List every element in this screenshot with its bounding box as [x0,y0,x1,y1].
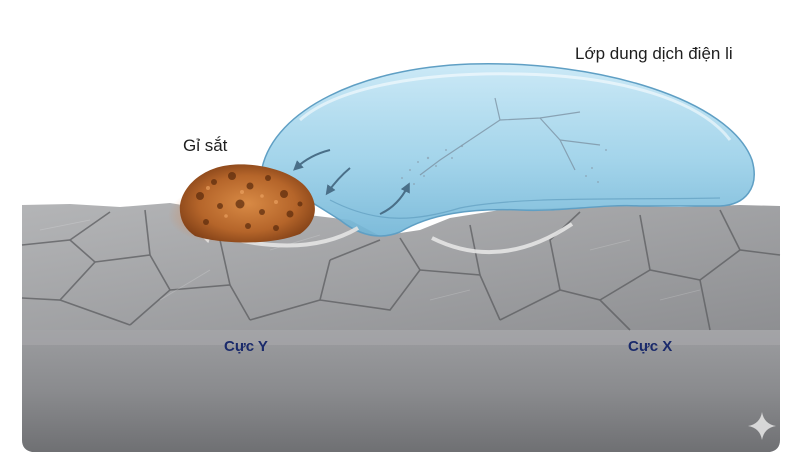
pole-x-label: Cực X [628,338,673,355]
flow-arrow-1 [293,149,331,171]
pole-y-label: Cực Y [224,338,268,355]
electrolyte-label: Lớp dung dịch điện li [575,44,733,63]
flow-arrow-2 [325,167,351,196]
metal-texture [39,219,701,301]
flow-arrows [293,149,410,215]
oxygen-dots [401,144,607,185]
rust-highlights [206,186,278,218]
metal-block-face [22,330,780,452]
metal-grains [21,209,781,331]
oxygen-diffusion [419,97,601,176]
droplet-inner-shade [329,197,721,219]
sparkle-icon [748,412,776,440]
metal-face-highlight [22,330,780,345]
rust-label: Gỉ sắt [183,136,228,155]
electron-arc-x [431,222,574,255]
electrolyte-droplet [261,62,755,237]
droplet-highlight [299,72,732,141]
flow-arrow-3 [379,182,410,215]
rust-pores [196,172,303,231]
